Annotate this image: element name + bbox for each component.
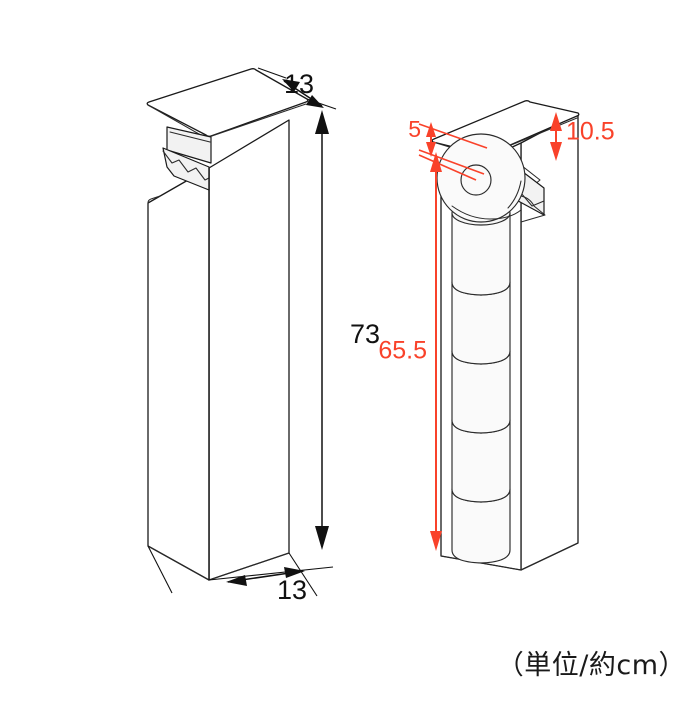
cutaway-head-shelf-2 <box>451 205 522 220</box>
dim-top-offset-arrow-bottom <box>426 142 436 157</box>
dim-top-offset-ext-3 <box>418 149 485 175</box>
dim-width-arrow-left <box>226 575 247 586</box>
dim-depth-arrow-start <box>282 79 300 92</box>
dimension-top-offset: 5 <box>408 116 488 181</box>
dimension-width-bottom: 13 <box>147 545 334 605</box>
dimension-inner-height: 65.5 <box>378 152 442 551</box>
roll-item-5 <box>451 488 511 564</box>
dim-top-offset-arrow-top <box>426 122 436 137</box>
cabinet-front-face <box>208 119 290 581</box>
dim-height-label: 73 <box>350 319 380 349</box>
dimension-head-height: 10.5 <box>550 112 615 161</box>
roll-item-4 <box>451 419 511 503</box>
cabinet-flap-torn-edge <box>162 150 210 181</box>
dim-width-arrow-right <box>284 567 305 578</box>
cabinet-left-notch <box>147 195 161 204</box>
dispensing-roll-shadow <box>507 180 522 209</box>
dim-top-offset-label: 5 <box>408 116 421 142</box>
dim-head-height-label: 10.5 <box>566 118 615 146</box>
dimension-depth-top: 13 <box>257 67 337 110</box>
dim-height-arrow-bottom <box>315 526 329 550</box>
roll-item-1 <box>451 212 511 296</box>
roll-item-2 <box>451 281 511 365</box>
dim-width-ext-3 <box>288 552 318 597</box>
dim-inner-height-label: 65.5 <box>378 337 427 365</box>
dim-depth-ext-1 <box>257 67 287 79</box>
cabinet-side-face <box>147 167 210 581</box>
dim-head-height-arrow-top <box>550 112 562 131</box>
dim-height-arrow-top <box>315 110 329 134</box>
dim-top-offset-ext-2 <box>418 154 477 181</box>
dim-inner-height-arrow-bottom <box>430 531 442 551</box>
dimension-height: 73 <box>315 110 380 550</box>
dim-width-bottom-label: 13 <box>277 575 307 605</box>
cutaway-head-shelf <box>520 195 546 223</box>
dim-depth-top-label: 13 <box>284 69 314 99</box>
dim-depth-arrow-end <box>306 95 324 108</box>
cabinet-dispenser-flap <box>166 126 212 164</box>
dim-head-height-arrow-bottom <box>550 142 562 161</box>
dim-inner-height-arrow-top <box>430 152 442 172</box>
roll-item-3 <box>451 350 511 434</box>
figure-closed-cabinet <box>146 68 309 581</box>
cabinet-flap-inner-line <box>169 131 211 143</box>
figure-cutaway-cabinet <box>431 100 580 571</box>
unit-note: （単位/約cm） <box>496 650 686 681</box>
dim-width-ext-1 <box>147 545 173 594</box>
dim-width-ext-2 <box>208 566 334 581</box>
